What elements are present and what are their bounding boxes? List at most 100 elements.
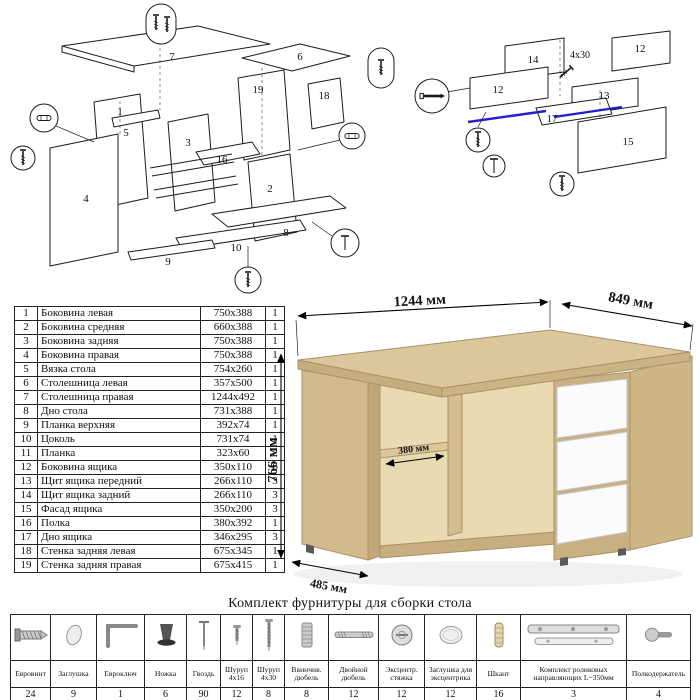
hardware-qty: 12 <box>424 687 477 700</box>
cam-cap-icon <box>439 626 462 644</box>
callout-screws <box>145 3 177 45</box>
part-12-drawer-side <box>611 30 671 72</box>
part-name: Планка <box>37 446 201 461</box>
part-name: Столешница правая <box>37 390 201 405</box>
hardware-qty: 16 <box>476 687 521 700</box>
hardware-table: Евровинт Заглушка Евроключ Ножка Гвоздь … <box>10 614 691 700</box>
hardware-name: Заглушка <box>50 660 97 688</box>
parts-table-row: 18 Стенка задняя левая 675x345 1 <box>14 544 285 559</box>
hex-key-icon <box>105 624 138 648</box>
hardware-qty: 9 <box>50 687 97 700</box>
hardware-name: Шуруп 4x16 <box>220 660 253 688</box>
drawer-front-1 <box>556 378 628 439</box>
shelf-pin-icon <box>644 627 672 642</box>
part-name: Цоколь <box>37 432 201 447</box>
part-name: Боковина ящика <box>37 460 201 475</box>
part-size: 392x74 <box>200 418 266 433</box>
part-name: Фасад ящика <box>37 502 201 517</box>
part-name: Полка <box>37 516 201 531</box>
part-number: 9 <box>14 418 38 433</box>
parts-table-row: 15 Фасад ящика 350x200 3 <box>14 502 285 517</box>
part-name: Стенка задняя правая <box>37 558 201 573</box>
part-size: 323x60 <box>200 446 266 461</box>
part-size: 675x345 <box>200 544 266 559</box>
part-name: Дно ящика <box>37 530 201 545</box>
part-size: 266x110 <box>200 488 266 503</box>
part-number: 8 <box>14 404 38 419</box>
part-label-1: 1 <box>117 106 123 118</box>
part-number: 14 <box>14 488 38 503</box>
hardware-qty: 12 <box>220 687 253 700</box>
drawer-front-3 <box>556 483 628 545</box>
desk-right-side-panel <box>629 355 693 551</box>
part-name: Боковина правая <box>37 348 201 363</box>
desk-body <box>297 329 693 566</box>
part-number: 16 <box>14 516 38 531</box>
parts-table-row: 6 Столешница левая 357x500 1 <box>14 376 285 391</box>
dim-shelf-arrow <box>385 453 445 467</box>
parts-table-row: 2 Боковина средняя 660x388 1 <box>14 320 285 335</box>
part-number: 6 <box>14 376 38 391</box>
part-label-15: 15 <box>623 136 635 148</box>
desk-feet <box>306 544 626 566</box>
part-name: Боковина средняя <box>37 320 201 335</box>
desktop-top-face <box>297 329 691 389</box>
desk-render: 1244 мм 849 мм 766 мм 380 мм 485 мм <box>268 292 694 596</box>
part-label-9: 9 <box>165 256 171 268</box>
parts-table-row: 14 Щит ящика задний 266x110 3 <box>14 488 285 503</box>
hardware-name: Шуруп 4x30 <box>252 660 285 688</box>
parts-table-row: 3 Боковина задняя 750x388 1 <box>14 334 285 349</box>
part-size: 350x200 <box>200 502 266 517</box>
desk-left-side-panel <box>301 369 369 561</box>
part-size: 731x74 <box>200 432 266 447</box>
part-label-14: 14 <box>528 54 540 66</box>
part-size: 266x110 <box>200 474 266 489</box>
hardware-name: Шкант <box>476 660 521 688</box>
hardware-qty: 90 <box>186 687 221 700</box>
part-name: Вязка стола <box>37 362 201 377</box>
part-label-17: 17 <box>547 113 559 125</box>
cam-lock-icon <box>391 624 412 646</box>
part-9-strip <box>127 239 216 261</box>
parts-table-row: 12 Боковина ящика 350x110 6 <box>14 460 285 475</box>
part-size: 660x388 <box>200 320 266 335</box>
drawer-slide-icon <box>527 624 619 645</box>
part-5-strip <box>111 109 161 128</box>
part-name: Планка верхняя <box>37 418 201 433</box>
part-label-5: 5 <box>123 127 129 139</box>
leg-icon <box>157 624 175 646</box>
hardware-names-row: Евровинт Заглушка Евроключ Ножка Гвоздь … <box>10 660 691 688</box>
part-size: 380x392 <box>200 516 266 531</box>
hardware-name: Ножка <box>144 660 187 688</box>
desk-shadow <box>293 561 683 587</box>
part-size: 346x295 <box>200 530 266 545</box>
part-name: Боковина задняя <box>37 334 201 349</box>
part-size: 350x110 <box>200 460 266 475</box>
part-17-drawer-bottom <box>535 97 613 126</box>
part-14-drawer-back <box>504 37 565 81</box>
part-number: 1 <box>14 306 38 321</box>
parts-table-row: 1 Боковина левая 750x388 1 <box>14 306 285 321</box>
hardware-callouts-left <box>10 3 395 294</box>
part-number: 18 <box>14 544 38 559</box>
hardware-name: Полкодержатель <box>626 660 691 688</box>
part-name: Щит ящика передний <box>37 474 201 489</box>
part-label-10: 10 <box>231 242 243 254</box>
part-12-drawer-side <box>469 66 549 110</box>
drawer-front-2 <box>556 431 628 492</box>
part-number: 7 <box>14 390 38 405</box>
parts-table-row: 17 Дно ящика 346x295 3 <box>14 530 285 545</box>
dim-width-label: 1244 мм <box>393 292 446 310</box>
hardware-name: Двойной дюбель <box>328 660 379 688</box>
desk-exploded-view <box>49 25 351 267</box>
dimension-lines <box>277 298 694 579</box>
part-6-tabletop <box>241 43 351 72</box>
part-number: 5 <box>14 362 38 377</box>
hardware-name: Эксцентр. стяжка <box>378 660 425 688</box>
hardware-icons-row <box>10 614 691 661</box>
hardware-qty: 8 <box>284 687 329 700</box>
dim-side-arrow <box>291 559 369 579</box>
parts-table-row: 11 Планка 323x60 2 <box>14 446 285 461</box>
part-label-18: 18 <box>319 90 331 102</box>
hardware-qty: 8 <box>252 687 285 700</box>
